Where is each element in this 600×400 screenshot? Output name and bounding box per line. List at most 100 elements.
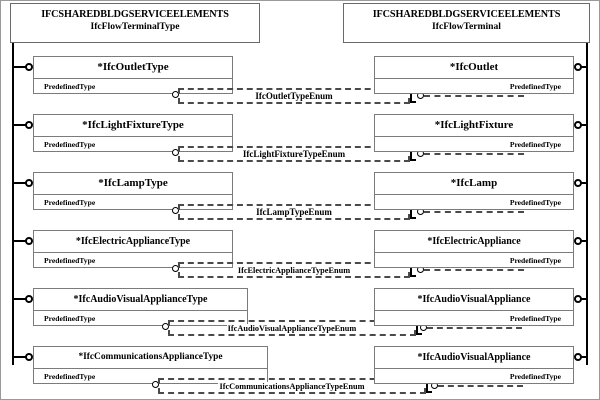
entity-box-occ-5[interactable]: *IfcAudioVisualAppliance PredefinedType xyxy=(374,288,574,326)
enum-tick-vertical-1 xyxy=(410,89,412,103)
entity-name-occ-3: *IfcLamp xyxy=(450,177,498,189)
entity-separator xyxy=(375,368,573,369)
spine-branch-2-right xyxy=(580,124,588,126)
entity-attr-occ-3: PredefinedType xyxy=(509,198,561,207)
schema-right-entity: IfcFlowTerminal xyxy=(432,21,501,32)
entity-box-occ-6[interactable]: *IfcAudioVisualAppliance PredefinedType xyxy=(374,346,574,384)
enum-tick-vertical-5 xyxy=(416,321,418,335)
supertype-spine-right xyxy=(586,43,588,365)
enum-label-4: IfcElectricApplianceTypeEnum xyxy=(236,265,352,275)
enum-tick-bottom-3 xyxy=(410,217,416,219)
spine-branch-5-left xyxy=(12,298,26,300)
enum-dash-connector-2 xyxy=(424,153,524,155)
spine-branch-5-right xyxy=(580,298,588,300)
entity-name-type-4: *IfcElectricApplianceType xyxy=(75,236,191,247)
enum-box-2[interactable]: IfcLightFixtureTypeEnum xyxy=(178,146,410,162)
entity-box-occ-2[interactable]: *IfcLightFixture PredefinedType xyxy=(374,114,574,152)
enum-tick-bottom-2 xyxy=(410,159,416,161)
entity-separator xyxy=(375,310,573,311)
entity-name-type-2: *IfcLightFixtureType xyxy=(82,119,184,131)
schema-box-right: IFCSHAREDBLDGSERVICEELEMENTS IfcFlowTerm… xyxy=(343,3,590,43)
frame-top-border xyxy=(0,0,600,1)
entity-separator xyxy=(375,194,573,195)
enum-label-5: IfcAudioVisualApplianceTypeEnum xyxy=(226,323,358,333)
entity-separator xyxy=(34,78,232,79)
spine-branch-3-right xyxy=(580,182,588,184)
enum-dash-connector-1 xyxy=(424,95,524,97)
entity-attr-occ-1: PredefinedType xyxy=(509,82,561,91)
connector-circle-5-left xyxy=(25,295,33,303)
entity-attr-type-5: PredefinedType xyxy=(44,314,96,323)
schema-left-entity: IfcFlowTerminalType xyxy=(90,21,180,32)
spine-branch-6-right xyxy=(580,356,588,358)
enum-label-3: IfcLampTypeEnum xyxy=(255,207,333,217)
schema-left-name: IFCSHAREDBLDGSERVICEELEMENTS xyxy=(41,9,229,20)
schema-right-name: IFCSHAREDBLDGSERVICEELEMENTS xyxy=(372,9,561,20)
entity-name-occ-5: *IfcAudioVisualAppliance xyxy=(417,294,531,305)
entity-separator xyxy=(375,136,573,137)
spine-branch-1-left xyxy=(12,66,26,68)
enum-box-5[interactable]: IfcAudioVisualApplianceTypeEnum xyxy=(168,320,416,336)
entity-attr-type-6: PredefinedType xyxy=(44,372,96,381)
entity-box-occ-1[interactable]: *IfcOutlet PredefinedType xyxy=(374,56,574,94)
connector-circle-3-left xyxy=(25,179,33,187)
enum-tick-vertical-4 xyxy=(410,263,412,277)
entity-separator xyxy=(375,78,573,79)
entity-attr-occ-6: PredefinedType xyxy=(509,372,561,381)
connector-circle-2-left xyxy=(25,121,33,129)
connector-circle-1-left xyxy=(25,63,33,71)
entity-name-occ-1: *IfcOutlet xyxy=(449,61,499,73)
enum-box-6[interactable]: IfcCommunicationsApplianceTypeEnum xyxy=(158,378,426,394)
entity-name-type-3: *IfcLampType xyxy=(98,177,168,189)
supertype-spine-left xyxy=(12,43,14,365)
entity-attr-occ-5: PredefinedType xyxy=(509,314,561,323)
entity-name-type-6: *IfcCommunicationsApplianceType xyxy=(78,352,223,362)
enum-label-2: IfcLightFixtureTypeEnum xyxy=(241,149,347,159)
entity-box-type-6[interactable]: *IfcCommunicationsApplianceType Predefin… xyxy=(33,346,268,384)
entity-name-occ-4: *IfcElectricAppliance xyxy=(427,236,521,247)
enum-dash-connector-6 xyxy=(438,385,523,387)
spine-branch-3-left xyxy=(12,182,26,184)
schema-box-left: IFCSHAREDBLDGSERVICEELEMENTS IfcFlowTerm… xyxy=(10,3,260,43)
entity-box-type-3[interactable]: *IfcLampType PredefinedType xyxy=(33,172,233,210)
enum-tick-vertical-6 xyxy=(426,379,428,393)
entity-separator xyxy=(34,252,232,253)
entity-box-type-4[interactable]: *IfcElectricApplianceType PredefinedType xyxy=(33,230,233,268)
spine-branch-6-left xyxy=(12,356,26,358)
enum-tick-bottom-5 xyxy=(416,333,422,335)
enum-label-6: IfcCommunicationsApplianceTypeEnum xyxy=(218,381,366,391)
enum-tick-bottom-4 xyxy=(410,275,416,277)
enum-tick-bottom-6 xyxy=(426,391,432,393)
entity-separator xyxy=(375,252,573,253)
enum-label-1: IfcOutletTypeEnum xyxy=(254,91,334,101)
spine-branch-4-left xyxy=(12,240,26,242)
enum-tick-vertical-2 xyxy=(410,147,412,161)
connector-circle-6-left xyxy=(25,353,33,361)
entity-box-type-2[interactable]: *IfcLightFixtureType PredefinedType xyxy=(33,114,233,152)
enum-dash-connector-3 xyxy=(424,211,524,213)
spine-branch-2-left xyxy=(12,124,26,126)
entity-attr-occ-2: PredefinedType xyxy=(509,140,561,149)
entity-name-occ-2: *IfcLightFixture xyxy=(434,119,514,131)
enum-box-3[interactable]: IfcLampTypeEnum xyxy=(178,204,410,220)
enum-tick-vertical-3 xyxy=(410,205,412,219)
entity-name-type-1: *IfcOutletType xyxy=(97,61,169,73)
entity-separator xyxy=(34,194,232,195)
entity-box-occ-4[interactable]: *IfcElectricAppliance PredefinedType xyxy=(374,230,574,268)
enum-box-4[interactable]: IfcElectricApplianceTypeEnum xyxy=(178,262,410,278)
entity-separator xyxy=(34,310,247,311)
spine-branch-4-right xyxy=(580,240,588,242)
entity-attr-type-2: PredefinedType xyxy=(44,140,96,149)
entity-box-type-1[interactable]: *IfcOutletType PredefinedType xyxy=(33,56,233,94)
entity-separator xyxy=(34,368,267,369)
enum-dash-connector-5 xyxy=(427,327,522,329)
entity-box-occ-3[interactable]: *IfcLamp PredefinedType xyxy=(374,172,574,210)
entity-separator xyxy=(34,136,232,137)
entity-name-type-5: *IfcAudioVisualApplianceType xyxy=(73,294,208,305)
entity-attr-type-1: PredefinedType xyxy=(44,82,96,91)
enum-box-1[interactable]: IfcOutletTypeEnum xyxy=(178,88,410,104)
frame-left-border xyxy=(0,0,1,400)
entity-attr-type-4: PredefinedType xyxy=(44,256,96,265)
entity-box-type-5[interactable]: *IfcAudioVisualApplianceType PredefinedT… xyxy=(33,288,248,326)
